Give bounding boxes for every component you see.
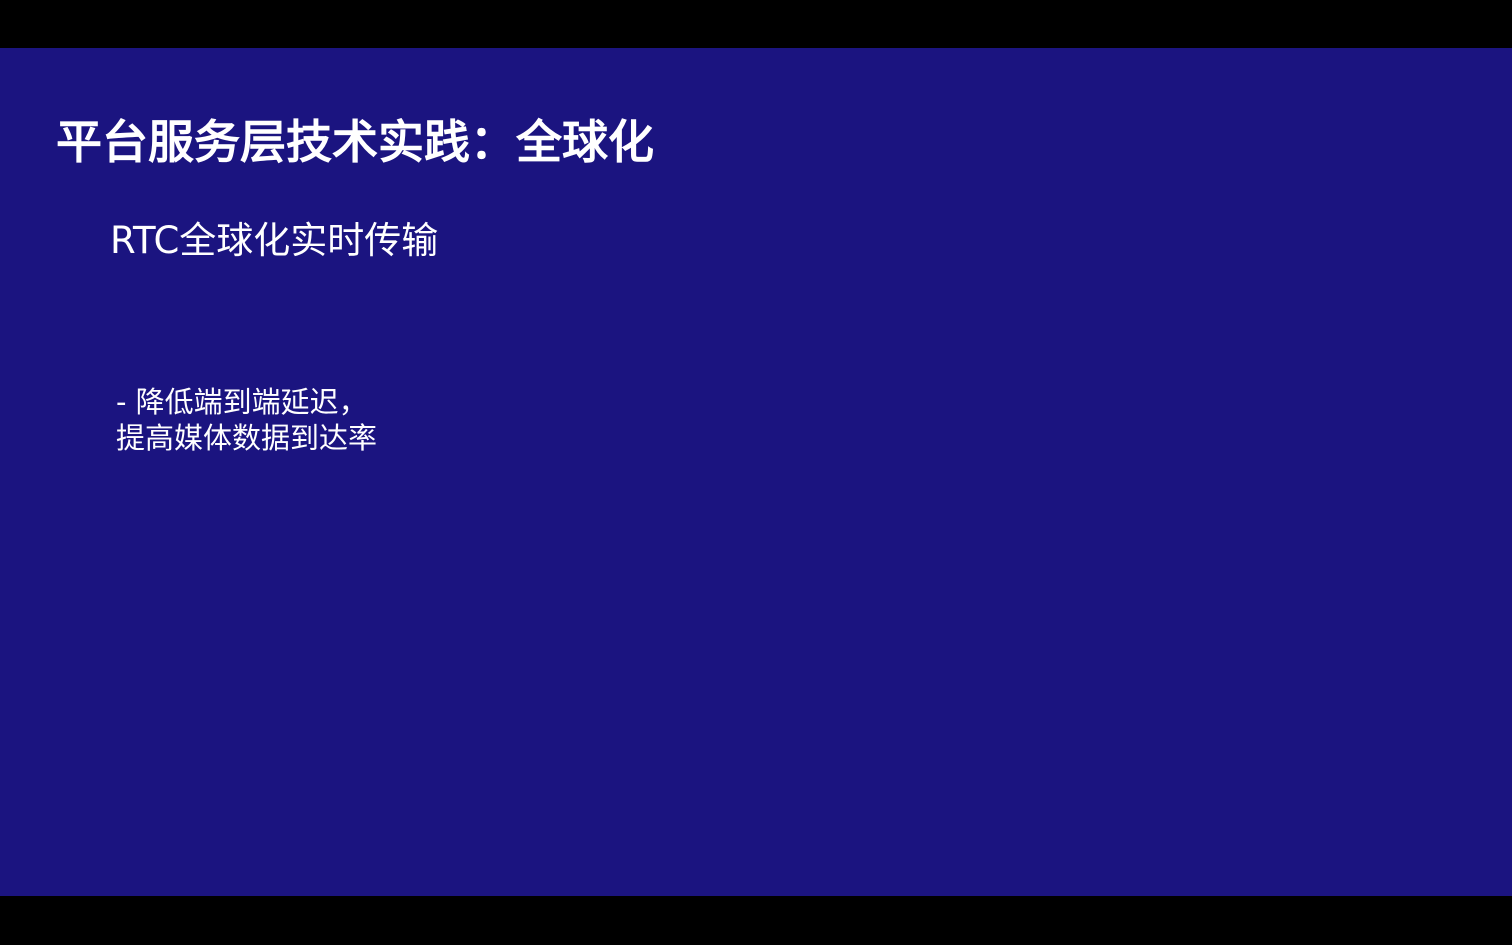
bullet-item: - 降低端到端延迟， 提高媒体数据到达率 [116,384,377,456]
slide-title: 平台服务层技术实践：全球化 [56,115,654,169]
slide: 平台服务层技术实践：全球化 RTC全球化实时传输 - 降低端到端延迟， 提高媒体… [0,48,1512,896]
slide-subtitle: RTC全球化实时传输 [110,219,439,262]
bullet-line: 提高媒体数据到达率 [116,421,378,455]
bullet-line: - 降低端到端延迟， [116,385,368,419]
